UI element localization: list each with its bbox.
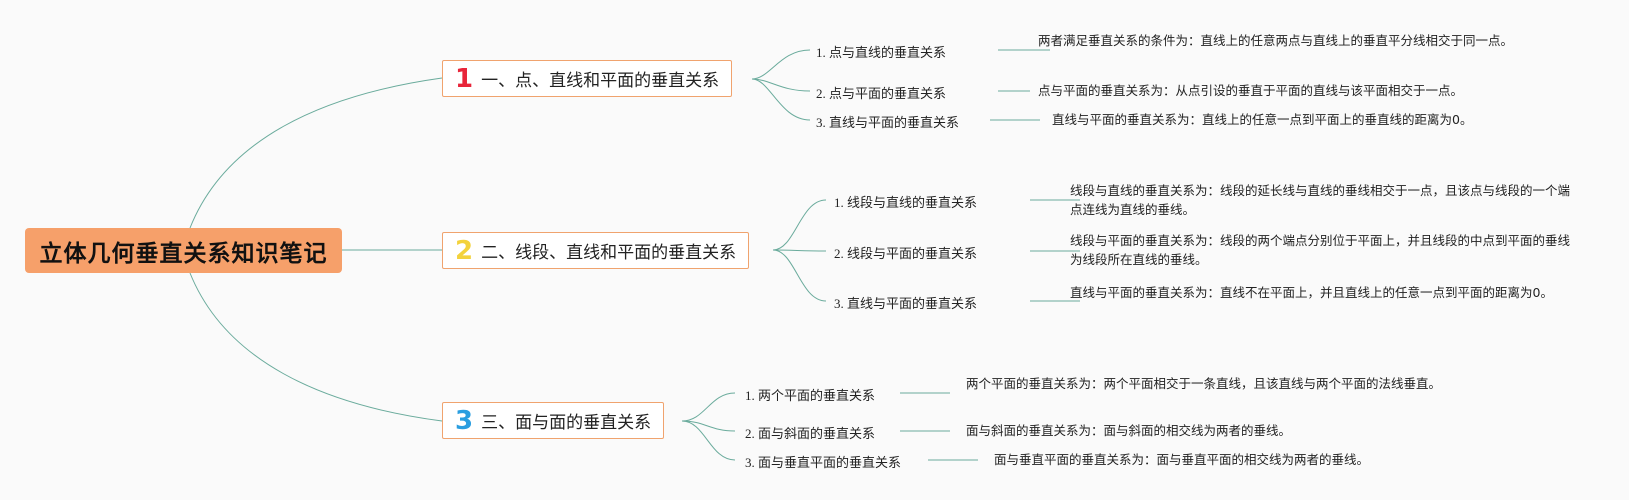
sub-desc-3-2: 面与斜面的垂直关系为：面与斜面的相交线为两者的垂线。 xyxy=(966,423,1292,438)
sub-desc-2-1: 线段与直线的垂直关系为：线段的延长线与直线的垂线相交于一点，且该点与线段的一个端… xyxy=(1070,183,1571,217)
branch-node-3[interactable]: 3 三、面与面的垂直关系 xyxy=(442,402,665,439)
branch-node-1[interactable]: 1 一、点、直线和平面的垂直关系 xyxy=(442,60,733,97)
sub-desc-3-1: 两个平面的垂直关系为：两个平面相交于一条直线，且该直线与两个平面的法线垂直。 xyxy=(966,376,1442,391)
sub-desc-1-3: 直线与平面的垂直关系为：直线上的任意一点到平面上的垂直线的距离为0。 xyxy=(1052,112,1473,127)
branch-title-2: 二、线段、直线和平面的垂直关系 xyxy=(481,243,737,263)
sub-desc-3-3: 面与垂直平面的垂直关系为：面与垂直平面的相交线为两者的垂线。 xyxy=(994,452,1370,467)
branch-title-1: 一、点、直线和平面的垂直关系 xyxy=(481,71,720,91)
branch-number-2: 2 xyxy=(455,235,474,266)
root-to-branch-1 xyxy=(189,77,443,229)
branch-3-to-sub-3 xyxy=(681,420,736,461)
sub-desc-2-2: 线段与平面的垂直关系为：线段的两个端点分别位于平面上，并且线段的中点到平面的垂线… xyxy=(1070,233,1571,267)
branch-2-to-sub-1 xyxy=(772,199,827,251)
branch-title-3: 三、面与面的垂直关系 xyxy=(481,413,652,433)
root-label: 立体几何垂直关系知识笔记 xyxy=(39,240,328,267)
sub-desc-2-3: 直线与平面的垂直关系为：直线不在平面上，并且直线上的任意一点到平面的距离为0。 xyxy=(1070,285,1553,300)
sub-node-3-1[interactable]: 1. 两个平面的垂直关系 xyxy=(745,388,876,403)
sub-node-3-2[interactable]: 2. 面与斜面的垂直关系 xyxy=(745,426,876,441)
sub-node-1-3[interactable]: 3. 直线与平面的垂直关系 xyxy=(816,115,960,130)
sub-node-2-2[interactable]: 2. 线段与平面的垂直关系 xyxy=(834,246,978,261)
branch-1-to-sub-2 xyxy=(751,78,811,92)
branch-number-1: 1 xyxy=(455,63,474,94)
branch-number-3: 3 xyxy=(455,405,474,436)
root-to-branch-3 xyxy=(189,272,443,422)
branch-3-to-sub-1 xyxy=(681,392,736,422)
sub-node-2-3[interactable]: 3. 直线与平面的垂直关系 xyxy=(834,296,978,311)
branch-1-to-sub-1 xyxy=(751,49,811,80)
sub-node-2-1[interactable]: 1. 线段与直线的垂直关系 xyxy=(834,195,978,210)
sub-desc-1-2: 点与平面的垂直关系为：从点引设的垂直于平面的直线与该平面相交于一点。 xyxy=(1038,83,1464,98)
branch-node-2[interactable]: 2 二、线段、直线和平面的垂直关系 xyxy=(442,232,750,269)
branch-2-to-sub-2 xyxy=(772,249,827,252)
sub-node-3-3[interactable]: 3. 面与垂直平面的垂直关系 xyxy=(745,455,902,470)
branch-2-to-sub-3 xyxy=(772,249,827,302)
sub-node-1-1[interactable]: 1. 点与直线的垂直关系 xyxy=(816,45,947,60)
sub-desc-1-1: 两者满足垂直关系的条件为：直线上的任意两点与直线上的垂直平分线相交于同一点。 xyxy=(1038,33,1514,48)
root-node[interactable]: 立体几何垂直关系知识笔记 xyxy=(25,228,342,273)
sub-node-1-2[interactable]: 2. 点与平面的垂直关系 xyxy=(816,86,947,101)
branch-1-to-sub-3 xyxy=(751,78,811,121)
